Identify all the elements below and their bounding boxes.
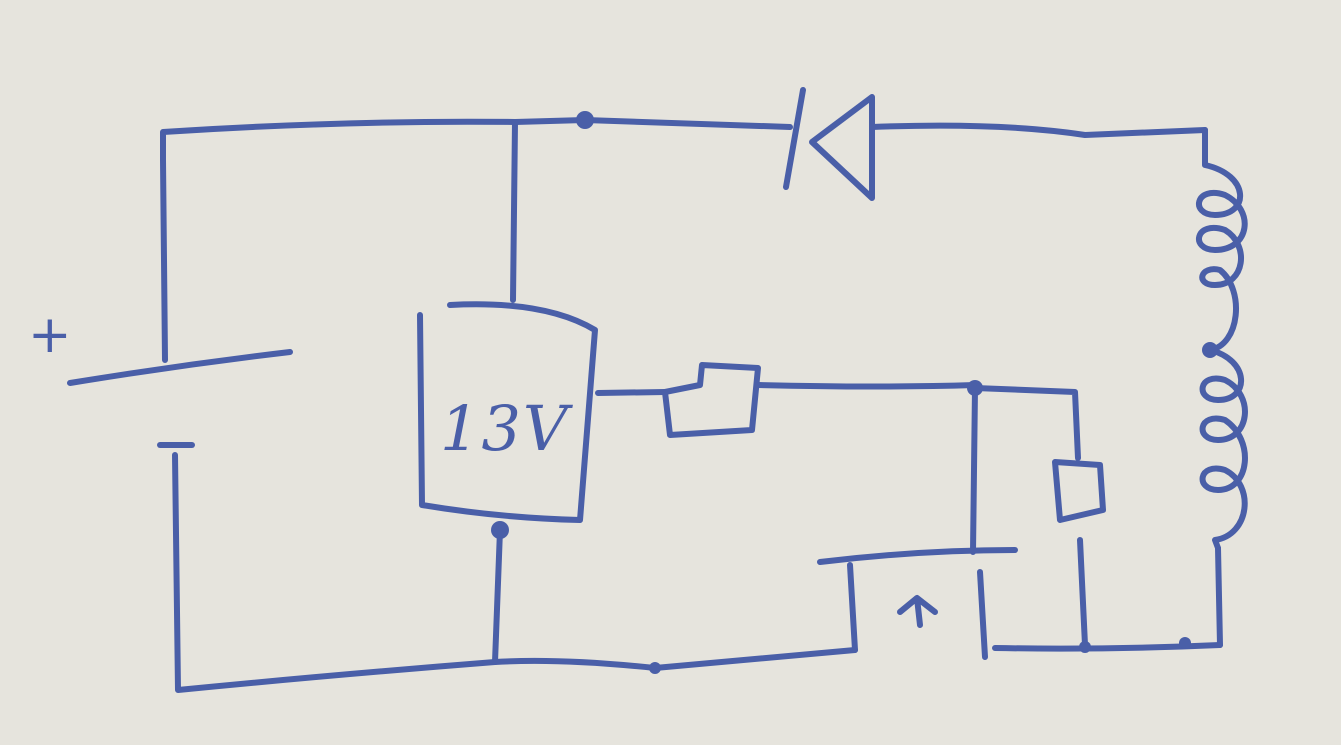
wire-to-regulator [510,119,518,303]
relay-coil-icon [1052,459,1106,648]
wire-regulator-ground [492,527,503,665]
battery-plus-label: + [28,305,72,365]
wire-regulator-output [595,389,668,396]
transistor-icon [817,547,1223,660]
wire-bottom-rail [172,452,858,693]
regulator-box-icon: 13V [417,301,598,523]
diode-icon [783,87,1208,201]
junction-dot-bottom [649,662,661,674]
regulator-label: 13V [440,392,574,465]
coil-icon [1196,127,1248,648]
junction-dot-top [576,111,594,129]
wire-gate [970,385,978,555]
wire-to-relay [972,385,1081,461]
resistor-icon [662,362,978,438]
battery-icon: + [28,305,293,448]
wire-battery-top [160,117,793,363]
